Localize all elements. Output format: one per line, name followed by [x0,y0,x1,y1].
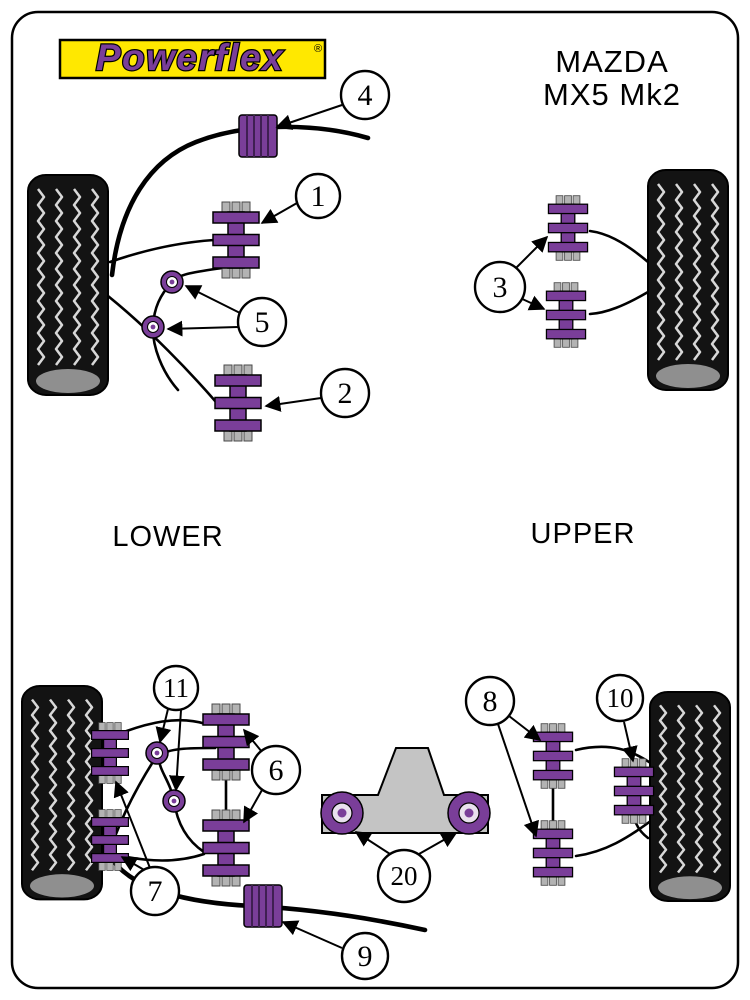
front-left-tire [28,175,108,395]
callout-6: 6 [250,744,302,796]
bushing-8a-inner [532,723,574,789]
arrow-8b [497,723,539,838]
bushing-6b-inner [202,809,250,887]
arrow-7b [113,780,151,869]
front-upper-assembly: 3 [473,170,728,390]
rear-left-assembly: 11 6 7 9 [22,664,428,981]
arrow-11a [155,708,172,744]
arrow-5a [184,285,241,314]
arrow-8a [508,715,542,741]
rear-right-assembly: 8 10 [464,673,730,901]
arrow-20b [418,832,458,855]
arrow-3a [515,235,549,269]
callout-4: 4 [339,69,391,121]
callout-7: 7 [129,865,181,917]
callout-11-number: 11 [163,673,189,703]
arrow-2 [264,396,322,412]
vehicle-model: MX5 Mk2 [543,77,681,112]
bushing-3b-front-upper [545,282,587,348]
bushing-3a-front-upper [547,195,589,261]
callout-5-number: 5 [255,306,270,339]
callout-5: 5 [236,296,288,348]
powerflex-logo: Powerflex ® [58,36,327,80]
front-lower-assembly: 4 1 5 2 [28,69,391,442]
front-upper-label: UPPER [531,518,636,550]
powerflex-logo-text: Powerflex [96,37,284,78]
callout-9-number: 9 [358,940,373,973]
arrow-11b [168,709,185,792]
bushing-2-front-lower [214,364,262,442]
arrow-10 [621,721,638,763]
page-border [10,10,740,990]
diff-mount-assembly: 20 [320,747,491,904]
front-link-rod [151,266,224,392]
bushing-1-front-lower [212,201,260,279]
rear-left-tire [22,686,102,899]
callout-2-number: 2 [338,377,353,410]
front-right-tire [648,170,728,390]
bushing-9-arb-mount [243,884,283,928]
callout-10: 10 [595,673,645,723]
vehicle-title: MAZDA MX5 Mk2 [543,44,681,112]
arrow-5b [166,320,239,337]
rear-right-tire [650,692,730,901]
callout-3: 3 [473,260,527,314]
bushing-20a-diff [320,791,364,835]
callout-8-number: 8 [483,685,498,718]
callout-1: 1 [294,172,342,220]
callout-7-number: 7 [148,875,163,908]
rear-right-lower-arm [574,818,654,858]
callout-1-number: 1 [311,180,326,213]
powerflex-logo-box [58,38,327,80]
callout-8: 8 [464,675,516,727]
bushing-7b-hub [90,808,129,872]
arrow-7a [120,856,147,872]
front-upper-link [108,238,216,264]
front-lower-link [106,294,218,404]
arrow-1 [260,202,298,224]
callout-2: 2 [319,367,371,419]
bushing-10-outer [613,758,655,824]
front-anti-roll-bar [109,124,371,278]
arrow-4 [275,104,343,130]
registered-mark: ® [314,43,322,55]
callout-9: 9 [340,931,390,981]
bushing-5a-small [160,270,184,294]
front-upper-arm-a [588,229,650,264]
bushing-20b-diff [447,791,491,835]
bushing-8b-inner [532,820,574,886]
vehicle-make: MAZDA [555,44,669,79]
bushing-11a-small [145,741,169,765]
bushing-6a-inner [202,703,250,781]
front-upper-arm-b [588,290,650,316]
callout-20-number: 20 [391,861,418,891]
callout-10-number: 10 [607,683,634,713]
arrow-20a [354,831,391,855]
bushing-11b-small [162,789,186,813]
bushing-4-arb-mount [238,114,278,158]
arrow-6b [243,789,263,824]
rear-link-rod [157,746,217,854]
callout-20: 20 [376,848,432,904]
bushing-5b-small [141,315,165,339]
callout-4-number: 4 [358,79,373,112]
callout-11: 11 [152,664,200,712]
arrow-9 [281,920,343,949]
callout-3-number: 3 [493,271,508,304]
arrow-6a [242,728,263,753]
front-lower-label: LOWER [112,521,223,553]
callout-6-number: 6 [269,754,284,787]
bushing-7a-hub [90,721,129,785]
